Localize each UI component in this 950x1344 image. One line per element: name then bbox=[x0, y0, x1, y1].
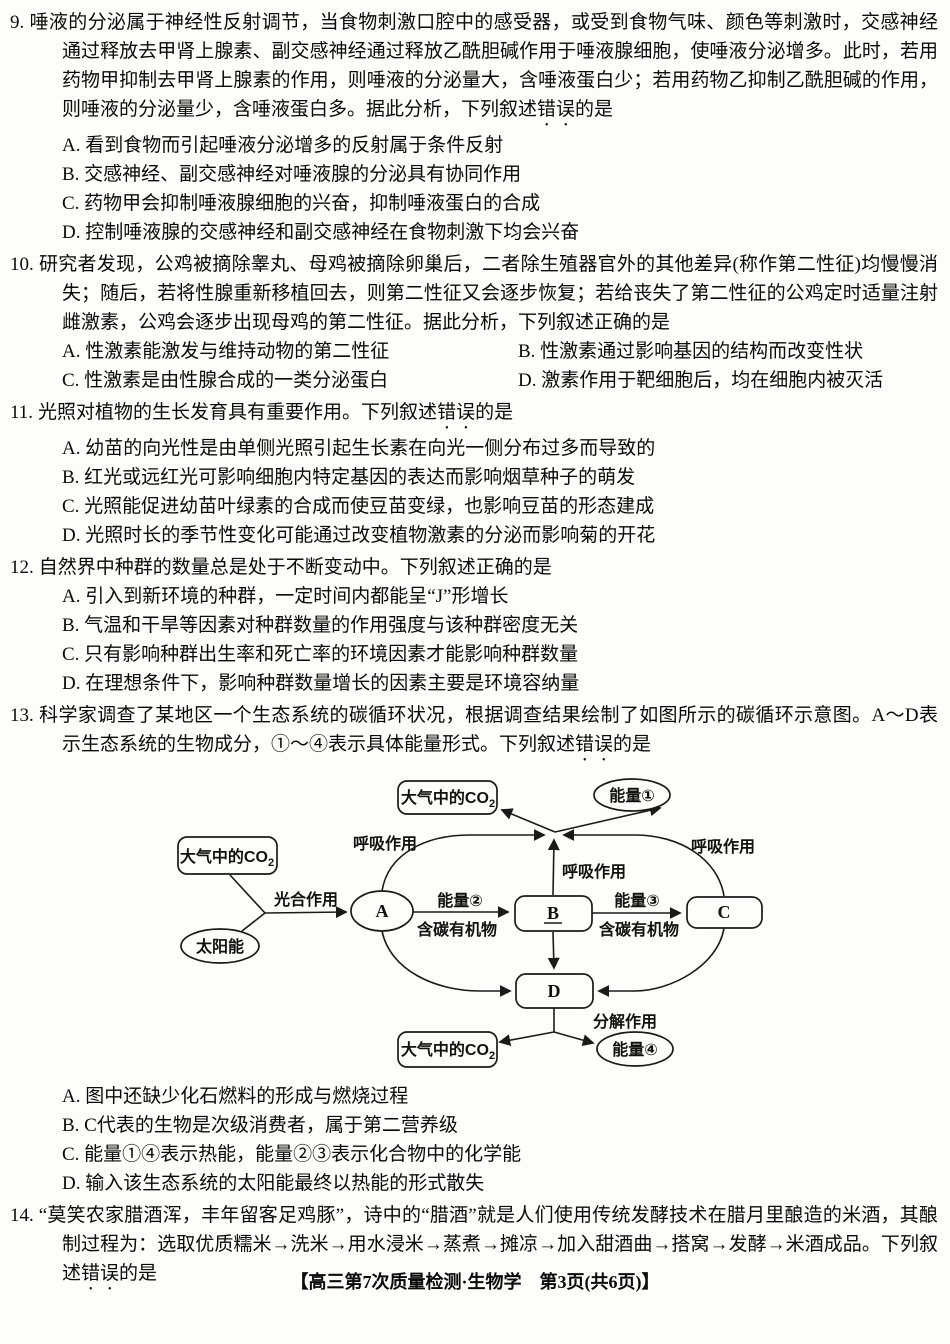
question-10: 10.研究者发现，公鸡被摘除睾丸、母鸡被摘除卵巢后，二者除生殖器官外的其他差异(… bbox=[10, 250, 938, 395]
question-9-stem: 9.唾液的分泌属于神经性反射调节，当食物刺激口腔中的感受器，或受到食物气味、颜色… bbox=[10, 12, 938, 120]
q11-option-a: A. 幼苗的向光性是由单侧光照引起生长素在向光一侧分布过多而导致的 bbox=[62, 438, 656, 459]
q9-option-d: D. 控制唾液腺的交感神经和副交感神经在食物刺激下均会兴奋 bbox=[62, 222, 580, 243]
question-13-stem: 13.科学家调查了某地区一个生态系统的碳循环状况，根据调查结果绘制了如图所示的碳… bbox=[10, 705, 938, 755]
question-14: 14.“莫笑农家腊酒浑，丰年留客足鸡豚”，诗中的“腊酒”就是人们使用传统发酵技术… bbox=[10, 1201, 938, 1295]
page-footer: 【高三第7次质量检测·生物学 第3页(共6页)】 bbox=[290, 1272, 660, 1292]
node-d-label: D bbox=[548, 981, 561, 1001]
emphasized-word: 错误 bbox=[81, 1263, 120, 1284]
edge-junction-to-co2top bbox=[500, 808, 556, 833]
question-12: 12.自然界中种群的数量总是处于不断变动中。下列叙述正确的是 A. 引入到新环境… bbox=[10, 553, 938, 698]
emphasized-word: 错误 bbox=[537, 99, 576, 120]
q13-option-b: B. C代表的生物是次级消费者，属于第二营养级 bbox=[62, 1115, 458, 1136]
question-14-number: 14. bbox=[10, 1205, 34, 1226]
node-solar bbox=[180, 928, 260, 964]
node-co2-top bbox=[397, 780, 498, 815]
q12-option-b: B. 气温和干旱等因素对种群数量的作用强度与该种群密度无关 bbox=[62, 615, 579, 636]
question-11-stem: 11.光照对植物的生长发育具有重要作用。下列叙述错误的是 bbox=[10, 402, 514, 423]
q10-option-a: A. 性激素能激发与维持动物的第二性征 bbox=[62, 341, 390, 362]
edge-solar-junction bbox=[241, 912, 266, 932]
q10-option-c: C. 性激素是由性腺合成的一类分泌蛋白 bbox=[62, 370, 389, 391]
question-11: 11.光照对植物的生长发育具有重要作用。下列叙述错误的是 A. 幼苗的向光性是由… bbox=[10, 398, 938, 550]
edge-C-respiration-up bbox=[562, 829, 725, 897]
emphasized-word: 错误 bbox=[437, 402, 476, 423]
respiration-mid-label: 呼吸作用 bbox=[562, 862, 626, 881]
q13-option-d: D. 输入该生态系统的太阳能最终以热能的形式散失 bbox=[62, 1173, 485, 1194]
edge-B-to-D bbox=[547, 931, 560, 970]
node-energy1 bbox=[593, 778, 671, 812]
co2-top-label: 大气中的CO2 bbox=[401, 788, 495, 810]
q9-option-b: B. 交感神经、副交感神经对唾液腺的分泌具有协同作用 bbox=[62, 164, 522, 185]
node-c bbox=[686, 896, 763, 929]
organic-right-label: 含碳有机物 bbox=[599, 920, 679, 939]
energy2-label: 能量② bbox=[437, 891, 483, 910]
edge-decomposition-to-energy4 bbox=[553, 1031, 595, 1047]
edge-decomposition-to-co2bottom bbox=[498, 1031, 555, 1047]
carbon-cycle-diagram: 大气中的CO2 能量① 大气中的CO2 太阳能 A B C D 大气中的CO2 … bbox=[170, 774, 840, 1076]
edge-B-respiration-up bbox=[547, 838, 560, 896]
question-14-stem: 14.“莫笑农家腊酒浑，丰年留客足鸡豚”，诗中的“腊酒”就是人们使用传统发酵技术… bbox=[10, 1205, 938, 1284]
edge-A-to-D bbox=[381, 930, 512, 997]
carbon-cycle-svg: 大气中的CO2 能量① 大气中的CO2 太阳能 A B C D 大气中的CO2 … bbox=[177, 778, 763, 1068]
q12-option-c: C. 只有影响种群出生率和死亡率的环境因素才能影响种群数量 bbox=[62, 644, 579, 665]
node-a bbox=[350, 890, 414, 932]
energy3-label: 能量③ bbox=[614, 891, 660, 910]
question-10-number: 10. bbox=[10, 254, 34, 275]
organic-left-label: 含碳有机物 bbox=[417, 920, 497, 939]
node-d bbox=[515, 973, 594, 1009]
energy4-label: 能量④ bbox=[612, 1040, 658, 1059]
q9-option-c: C. 药物甲会抑制唾液腺细胞的兴奋，抑制唾液蛋白的合成 bbox=[62, 193, 541, 214]
question-13-options: A. 图中还缺少化石燃料的形成与燃烧过程 B. C代表的生物是次级消费者，属于第… bbox=[10, 1082, 938, 1198]
question-13: 13.科学家调查了某地区一个生态系统的碳循环状况，根据调查结果绘制了如图所示的碳… bbox=[10, 701, 938, 1198]
node-a-label: A bbox=[376, 901, 389, 921]
solar-label: 太阳能 bbox=[195, 937, 244, 956]
edge-photosynthesis-to-A bbox=[264, 906, 348, 919]
question-11-options: A. 幼苗的向光性是由单侧光照引起生长素在向光一侧分布过多而导致的 B. 红光或… bbox=[10, 434, 938, 550]
respiration-left-label: 呼吸作用 bbox=[353, 834, 417, 853]
q12-option-d: D. 在理想条件下，影响种群数量增长的因素主要是环境容纳量 bbox=[62, 673, 580, 694]
edge-junction-to-energy1 bbox=[554, 804, 662, 833]
question-12-number: 12. bbox=[10, 557, 34, 578]
emphasized-word: 错误 bbox=[575, 734, 614, 755]
question-12-options: A. 引入到新环境的种群，一定时间内都能呈“J”形增长 B. 气温和干旱等因素对… bbox=[10, 582, 938, 698]
edge-co2left-junction bbox=[229, 874, 266, 914]
question-10-stem: 10.研究者发现，公鸡被摘除睾丸、母鸡被摘除卵巢后，二者除生殖器官外的其他差异(… bbox=[10, 254, 938, 333]
energy1-label: 能量① bbox=[609, 786, 655, 805]
decomposition-label: 分解作用 bbox=[593, 1012, 657, 1031]
node-co2-left bbox=[177, 836, 278, 875]
q11-option-b: B. 红光或远红光可影响细胞内特定基因的表达而影响烟草种子的萌发 bbox=[62, 467, 636, 488]
question-12-stem: 12.自然界中种群的数量总是处于不断变动中。下列叙述正确的是 bbox=[10, 557, 552, 578]
co2-left-label: 大气中的CO2 bbox=[180, 847, 274, 869]
question-13-number: 13. bbox=[10, 705, 34, 726]
q9-option-a: A. 看到食物而引起唾液分泌增多的反射属于条件反射 bbox=[62, 135, 504, 156]
node-co2-bottom bbox=[397, 1031, 498, 1068]
question-9-number: 9. bbox=[10, 12, 25, 33]
q11-option-d: D. 光照时长的季节性变化可能通过改变植物激素的分泌而影响菊的开花 bbox=[62, 525, 656, 546]
node-energy4 bbox=[596, 1031, 674, 1067]
node-b-label: B bbox=[547, 903, 559, 923]
q13-option-c: C. 能量①④表示热能，能量②③表示化合物中的化学能 bbox=[62, 1144, 522, 1165]
q10-option-d: D. 激素作用于靶细胞后，均在细胞内被灭活 bbox=[518, 370, 884, 391]
q13-option-a: A. 图中还缺少化石燃料的形成与燃烧过程 bbox=[62, 1086, 409, 1107]
diagram-arrows bbox=[229, 804, 725, 1047]
q12-option-a: A. 引入到新环境的种群，一定时间内都能呈“J”形增长 bbox=[62, 586, 509, 607]
q10-option-b: B. 性激素通过影响基因的结构而改变性状 bbox=[518, 341, 864, 362]
co2-bottom-label: 大气中的CO2 bbox=[401, 1040, 495, 1062]
question-9-options: A. 看到食物而引起唾液分泌增多的反射属于条件反射 B. 交感神经、副交感神经对… bbox=[10, 131, 938, 247]
diagram-nodes bbox=[177, 778, 763, 1068]
respiration-right-label: 呼吸作用 bbox=[691, 837, 755, 856]
question-10-options: A. 性激素能激发与维持动物的第二性征 B. 性激素通过影响基因的结构而改变性状… bbox=[10, 337, 938, 395]
q11-option-c: C. 光照能促进幼苗叶绿素的合成而使豆苗变绿，也影响豆苗的形态建成 bbox=[62, 496, 655, 517]
question-11-number: 11. bbox=[10, 402, 34, 423]
edge-A-respiration-up bbox=[381, 829, 546, 892]
node-b bbox=[514, 895, 593, 932]
photosynthesis-label: 光合作用 bbox=[273, 890, 338, 909]
node-c-label: C bbox=[718, 902, 731, 922]
edge-C-to-D bbox=[597, 927, 725, 997]
question-9: 9.唾液的分泌属于神经性反射调节，当食物刺激口腔中的感受器，或受到食物气味、颜色… bbox=[10, 8, 938, 247]
